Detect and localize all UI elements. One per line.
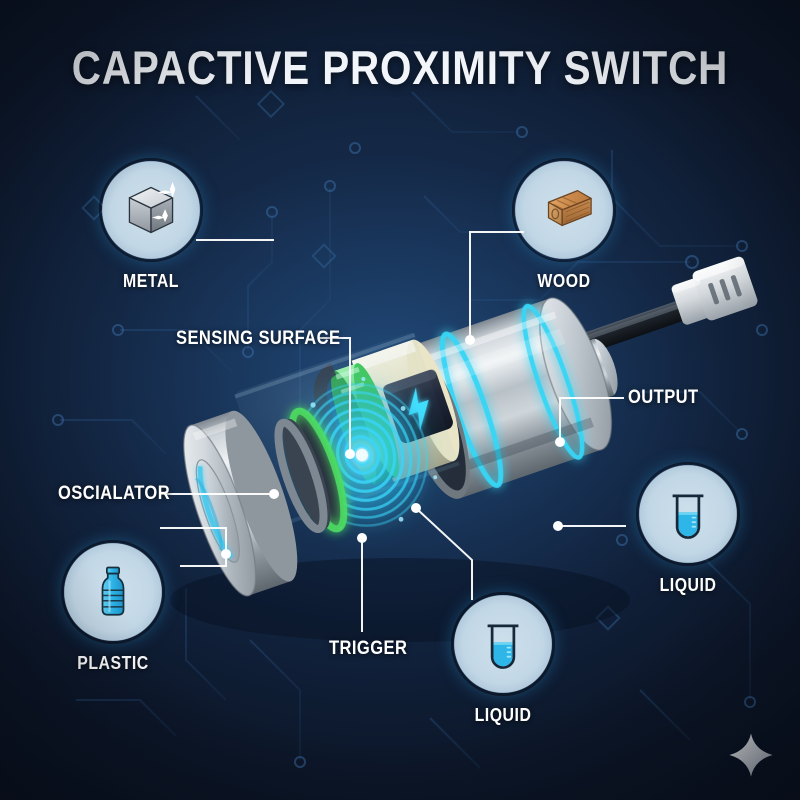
badge-plastic[interactable]: PLASTIC [54,540,172,674]
badge-liquid-bottom[interactable]: LIQUID [444,592,562,726]
badge-ring [512,158,616,262]
callout-trigger: TRIGGER [329,638,408,659]
badge-ring [636,462,740,566]
badge-label: METAL [122,271,180,291]
wood-block-icon [530,176,598,244]
page-title: CAPACTIVE PROXIMITY SWITCH [71,41,729,94]
callout-oscialator: OSCIALATOR [58,483,171,504]
callout-sensing-surface: SENSING SURFACE [176,328,341,349]
badge-label: LIQUID [474,705,532,725]
plastic-bottle-icon [79,558,147,626]
badge-label: WOOD [537,271,591,291]
connector-plug [671,256,758,325]
sparkle-icon [729,733,773,777]
test-tube-icon [469,610,537,678]
badge-ring [451,592,555,696]
metal-cube-icon [117,176,185,244]
badge-ring [61,540,165,644]
badge-label: PLASTIC [77,653,149,673]
badge-wood[interactable]: WOOD [505,158,623,292]
badge-liquid-right[interactable]: LIQUID [629,462,747,596]
test-tube-icon [654,480,722,548]
badge-metal[interactable]: METAL [92,158,210,292]
badge-ring [99,158,203,262]
badge-label: LIQUID [659,575,717,595]
callout-output: OUTPUT [628,387,699,408]
